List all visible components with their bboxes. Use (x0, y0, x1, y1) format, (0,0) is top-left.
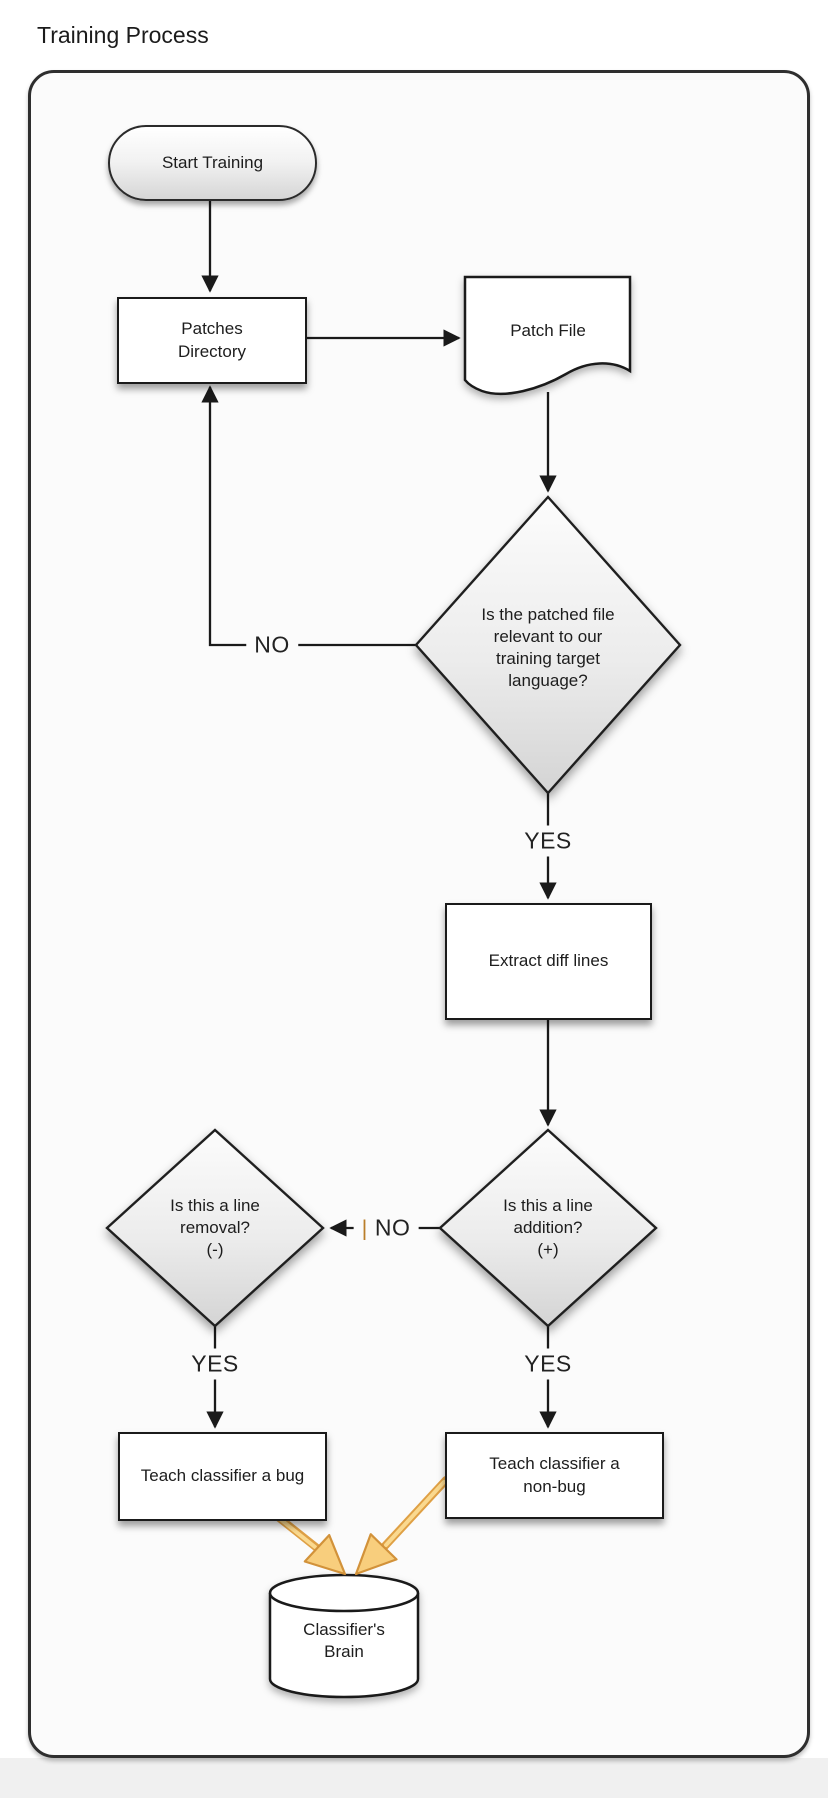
classifier-brain-cylinder (268, 1573, 420, 1699)
teach-nonbug-label: Teach classifier a non-bug (489, 1454, 620, 1496)
no-loop-to-patches-connector (201, 385, 416, 647)
patches-directory-node: Patches Directory (117, 297, 307, 384)
teach-bug-label: Teach classifier a bug (140, 1466, 305, 1486)
no-pipe-accent: | (361, 1215, 368, 1240)
yes-to-teach-nonbug-label: YES (516, 1348, 580, 1380)
removal-decision-label: Is this a line removal? (-) (155, 1195, 275, 1261)
patch-file-document-shape (463, 275, 632, 395)
teach-nonbug-node: Teach classifier a non-bug (445, 1432, 664, 1519)
no-to-patches-label: NO (246, 629, 298, 661)
addition-decision-question: Is this a line addition? (503, 1195, 593, 1237)
yes-to-extract-label: YES (516, 825, 580, 857)
addition-decision-label: Is this a line addition? (+) (488, 1195, 608, 1261)
diagram-title: Training Process (37, 22, 209, 48)
addition-decision-sign: (+) (537, 1240, 559, 1260)
relevance-decision-label: Is the patched file relevant to our trai… (481, 604, 615, 691)
patches-directory-label: Patches Directory (177, 319, 246, 361)
teach-bug-to-brain-arrow (274, 1513, 347, 1576)
start-terminator: Start Training (108, 125, 317, 201)
start-terminator-label: Start Training (161, 152, 264, 172)
extract-diff-lines-label: Extract diff lines (488, 951, 609, 971)
page-bottom-strip (0, 1758, 828, 1798)
teach-bug-node: Teach classifier a bug (118, 1432, 327, 1521)
extract-diff-lines-node: Extract diff lines (445, 903, 652, 1020)
classifier-brain-label: Classifier's Brain (303, 1619, 385, 1661)
patch-file-label: Patch File (510, 320, 586, 340)
teach-nonbug-to-brain-arrow (354, 1476, 450, 1576)
removal-decision-question: Is this a line removal? (170, 1195, 260, 1237)
removal-decision-diamond (105, 1128, 325, 1328)
yes-to-teach-bug-label: YES (183, 1348, 247, 1380)
no-to-removal-label: | NO (353, 1212, 419, 1244)
addition-decision-diamond (438, 1128, 658, 1328)
no-to-removal-text: NO (374, 1214, 411, 1241)
relevance-decision-diamond (414, 495, 682, 795)
removal-decision-sign: (-) (206, 1240, 224, 1260)
